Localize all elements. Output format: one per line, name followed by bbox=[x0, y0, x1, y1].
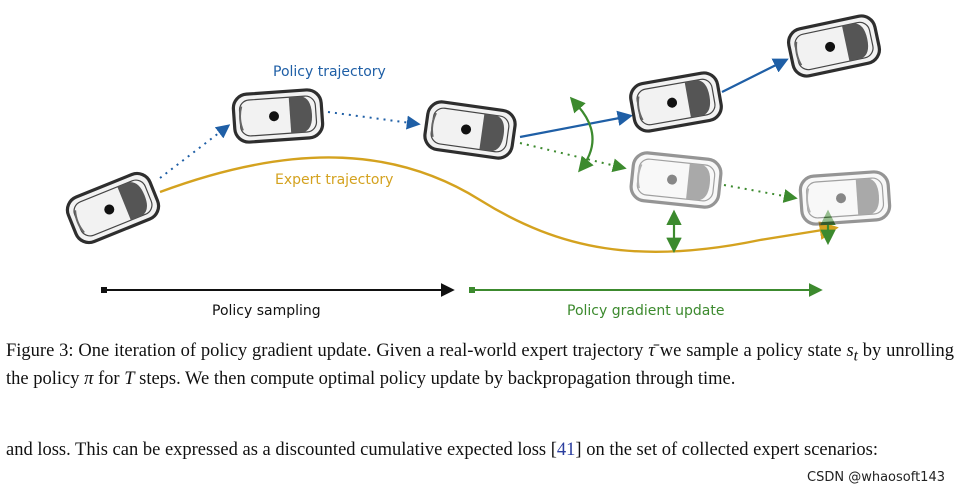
car-updated-2 bbox=[784, 11, 884, 81]
body-text-2: ] on the set of collected expert scenari… bbox=[575, 440, 878, 460]
body-text-1: and loss. This can be expressed as a dis… bbox=[6, 440, 557, 460]
watermark: CSDN @whaosoft143 bbox=[807, 470, 945, 485]
body-paragraph: and loss. This can be expressed as a dis… bbox=[6, 439, 954, 461]
policy-gradient-update-label: Policy gradient update bbox=[567, 303, 724, 319]
updated-policy-arrow-2 bbox=[721, 58, 789, 93]
policy-sampling-label: Policy sampling bbox=[212, 303, 321, 319]
caption-text-1: Figure 3: One iteration of policy gradie… bbox=[6, 341, 649, 361]
car-previous-1 bbox=[628, 149, 724, 211]
policy-trajectory-label: Policy trajectory bbox=[273, 64, 386, 80]
caption-text-2: we sample a policy state bbox=[654, 341, 847, 361]
t-subscript: t bbox=[853, 347, 858, 365]
pi-symbol: π bbox=[84, 368, 94, 389]
car-previous-2 bbox=[797, 169, 893, 227]
expert-trajectory-curve bbox=[159, 156, 839, 254]
gradient-rotation-arrow bbox=[569, 96, 594, 173]
policy-gradient-update-start-marker bbox=[469, 287, 475, 293]
policy-sampling-start-marker bbox=[101, 287, 107, 293]
car-start bbox=[61, 167, 165, 249]
updated-policy-arrow-1 bbox=[519, 110, 634, 139]
figure-caption: Figure 3: One iteration of policy gradie… bbox=[6, 340, 954, 390]
policy-gradient-diagram: Policy trajectory Expert trajectory Poli… bbox=[61, 11, 893, 319]
T-symbol: T bbox=[124, 368, 135, 389]
expert-trajectory-label: Expert trajectory bbox=[275, 172, 393, 188]
policy-step-arrow-1 bbox=[159, 124, 231, 179]
policy-step-arrow-2 bbox=[327, 111, 421, 130]
previous-rollout-arrow-1 bbox=[519, 142, 627, 173]
car-policy-step-2 bbox=[421, 98, 519, 162]
previous-rollout-arrow-2 bbox=[723, 184, 798, 203]
citation-link[interactable]: 41 bbox=[556, 440, 576, 460]
s-symbol: s bbox=[846, 341, 854, 361]
caption-text-3: by unrolling the policy bbox=[6, 341, 954, 389]
tau-bar-symbol: τ̄ bbox=[648, 341, 655, 361]
caption-text-4: for bbox=[93, 368, 125, 389]
car-updated-1 bbox=[626, 69, 726, 135]
caption-text-5: steps. We then compute optimal policy up… bbox=[134, 368, 736, 389]
car-policy-step-1 bbox=[230, 87, 326, 145]
